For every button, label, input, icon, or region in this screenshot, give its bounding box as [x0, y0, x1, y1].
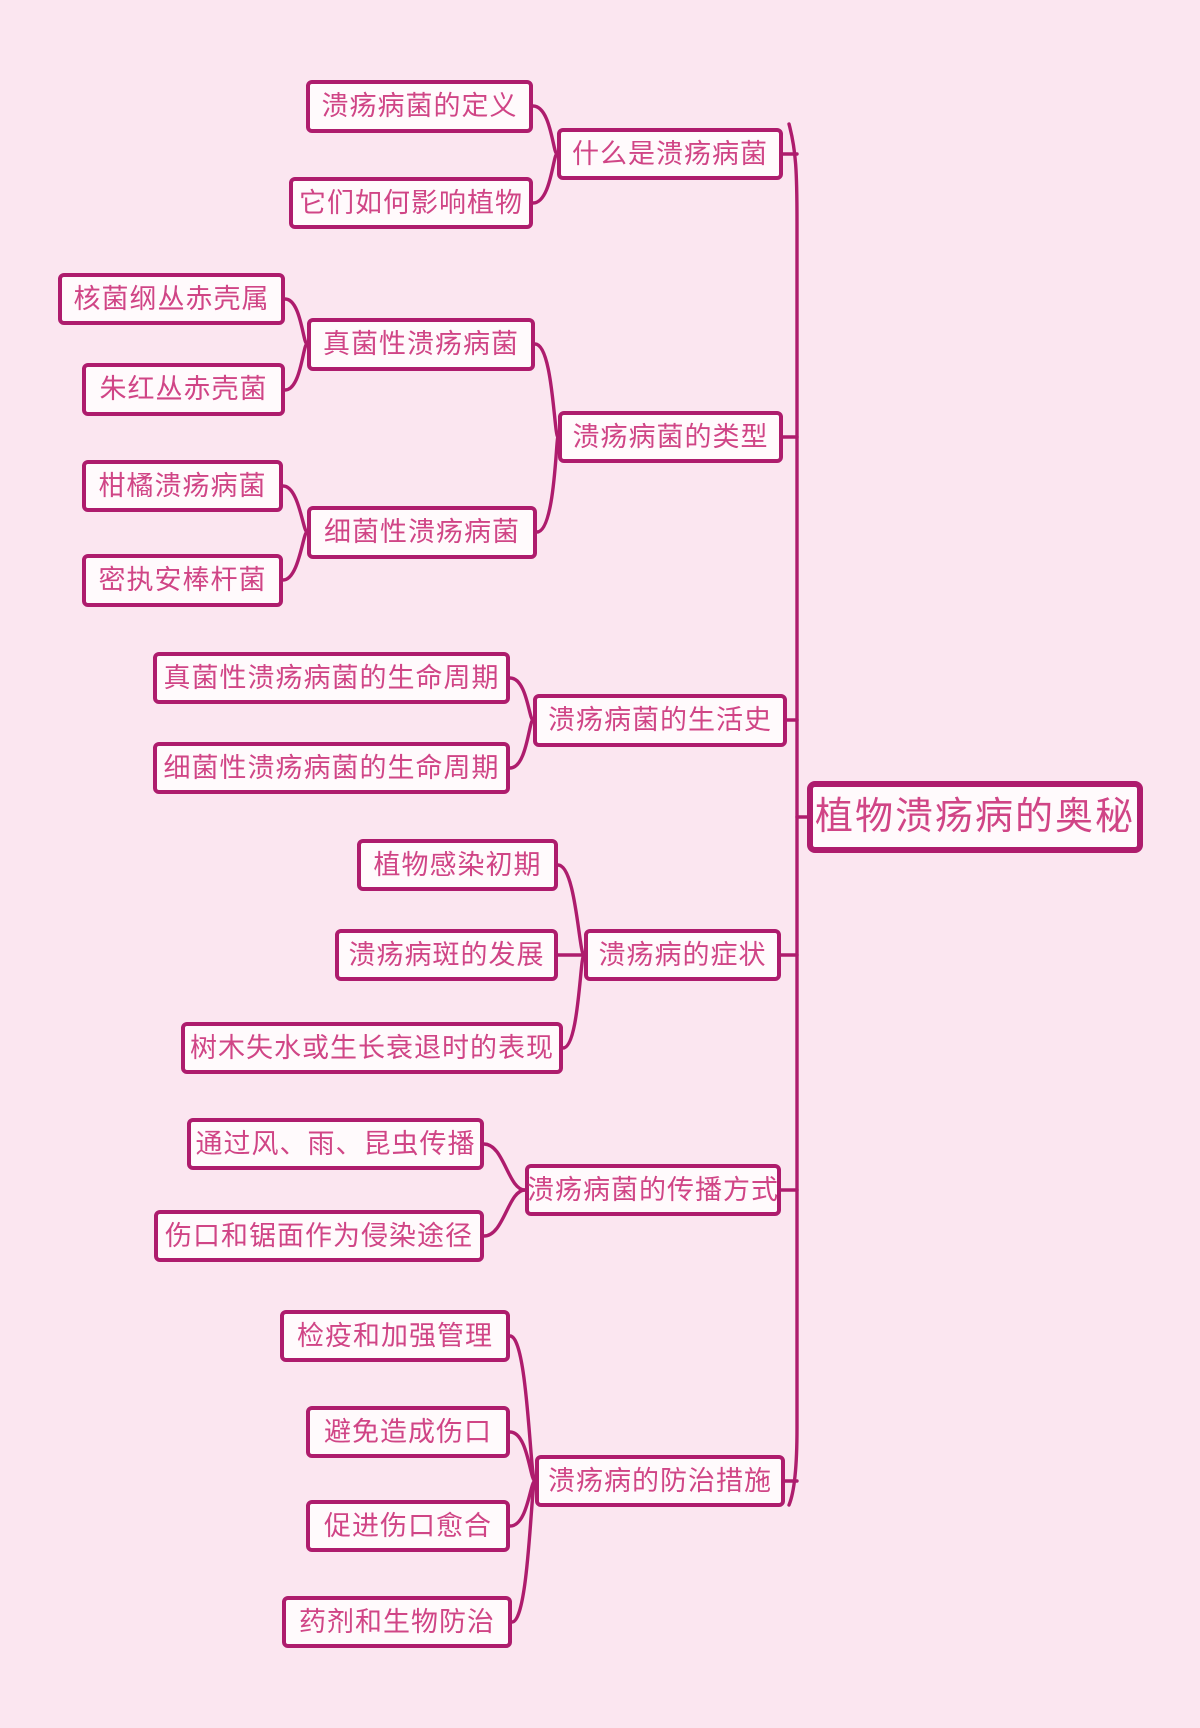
- leaf-label: 柑橘溃疡病菌: [98, 470, 267, 501]
- leaf-label: 促进伤口愈合: [324, 1510, 492, 1541]
- leaf-early-infection[interactable]: 植物感染初期: [357, 839, 558, 891]
- leaf-label: 通过风、雨、昆虫传播: [195, 1128, 476, 1159]
- branch-label: 溃疡病菌的类型: [572, 421, 769, 452]
- leaf-label: 植物感染初期: [373, 849, 542, 880]
- leaf-canker-lesion-development[interactable]: 溃疡病斑的发展: [335, 929, 558, 981]
- leaf-label: 溃疡病斑的发展: [348, 939, 545, 970]
- leaf-bacterial-life-cycle[interactable]: 细菌性溃疡病菌的生命周期: [153, 742, 510, 794]
- leaf-label: 核菌纲丛赤壳属: [73, 283, 270, 314]
- node-bacterial-canker-pathogens[interactable]: 细菌性溃疡病菌: [307, 506, 537, 559]
- branch-label: 溃疡病菌的生活史: [548, 705, 772, 735]
- root-node[interactable]: 植物溃疡病的奥秘: [807, 781, 1143, 853]
- node-fungal-canker-pathogens[interactable]: 真菌性溃疡病菌: [307, 318, 535, 371]
- leaf-promote-wound-healing[interactable]: 促进伤口愈合: [306, 1500, 510, 1552]
- leaf-citrus-canker-pathogen[interactable]: 柑橘溃疡病菌: [82, 460, 283, 512]
- branch-label: 溃疡病的防治措施: [548, 1465, 772, 1496]
- leaf-label: 溃疡病菌的定义: [321, 91, 518, 121]
- leaf-nectria-genus[interactable]: 核菌纲丛赤壳属: [58, 273, 285, 325]
- branch-label: 溃疡病的症状: [598, 939, 767, 970]
- leaf-chemical-biological-control[interactable]: 药剂和生物防治: [282, 1596, 512, 1648]
- leaf-label: 密执安棒杆菌: [98, 565, 267, 595]
- branch-symptoms[interactable]: 溃疡病的症状: [584, 929, 781, 981]
- leaf-label: 朱红丛赤壳菌: [99, 374, 268, 404]
- leaf-nectria-cinnabarina[interactable]: 朱红丛赤壳菌: [82, 363, 285, 416]
- leaf-label: 树木失水或生长衰退时的表现: [190, 1032, 554, 1063]
- leaf-label: 避免造成伤口: [324, 1416, 492, 1447]
- leaf-fungal-life-cycle[interactable]: 真菌性溃疡病菌的生命周期: [153, 652, 510, 704]
- root-label: 植物溃疡病的奥秘: [814, 796, 1135, 838]
- leaf-quarantine-management[interactable]: 检疫和加强管理: [280, 1310, 510, 1362]
- spine-line: [787, 122, 799, 1507]
- leaf-label: 药剂和生物防治: [299, 1606, 495, 1637]
- branch-what-are-canker-pathogens[interactable]: 什么是溃疡病菌: [557, 128, 783, 180]
- leaf-label: 它们如何影响植物: [299, 187, 523, 218]
- leaf-wounds-saw-cuts-entry[interactable]: 伤口和锯面作为侵染途径: [154, 1210, 484, 1262]
- leaf-label: 细菌性溃疡病菌的生命周期: [163, 752, 500, 783]
- leaf-clavibacter-michiganensis[interactable]: 密执安棒杆菌: [82, 554, 283, 607]
- leaf-wind-rain-insect-spread[interactable]: 通过风、雨、昆虫传播: [187, 1118, 484, 1170]
- branch-label: 什么是溃疡病菌: [572, 138, 768, 169]
- leaf-avoid-wounds[interactable]: 避免造成伤口: [306, 1406, 510, 1458]
- leaf-canker-pathogen-definition[interactable]: 溃疡病菌的定义: [306, 80, 533, 133]
- leaf-label: 真菌性溃疡病菌的生命周期: [163, 662, 500, 693]
- branch-prevention[interactable]: 溃疡病的防治措施: [535, 1455, 785, 1507]
- branch-life-history[interactable]: 溃疡病菌的生活史: [533, 694, 787, 747]
- branch-transmission[interactable]: 溃疡病菌的传播方式: [525, 1164, 781, 1216]
- leaf-tree-water-loss-decline[interactable]: 树木失水或生长衰退时的表现: [181, 1022, 563, 1074]
- leaf-how-they-affect-plants[interactable]: 它们如何影响植物: [289, 177, 533, 229]
- node-label: 细菌性溃疡病菌: [324, 517, 520, 547]
- branch-label: 溃疡病菌的传播方式: [527, 1174, 779, 1205]
- node-label: 真菌性溃疡病菌: [323, 329, 519, 359]
- branch-types-of-canker-pathogens[interactable]: 溃疡病菌的类型: [558, 411, 783, 463]
- leaf-label: 伤口和锯面作为侵染途径: [165, 1220, 473, 1251]
- leaf-label: 检疫和加强管理: [297, 1320, 493, 1351]
